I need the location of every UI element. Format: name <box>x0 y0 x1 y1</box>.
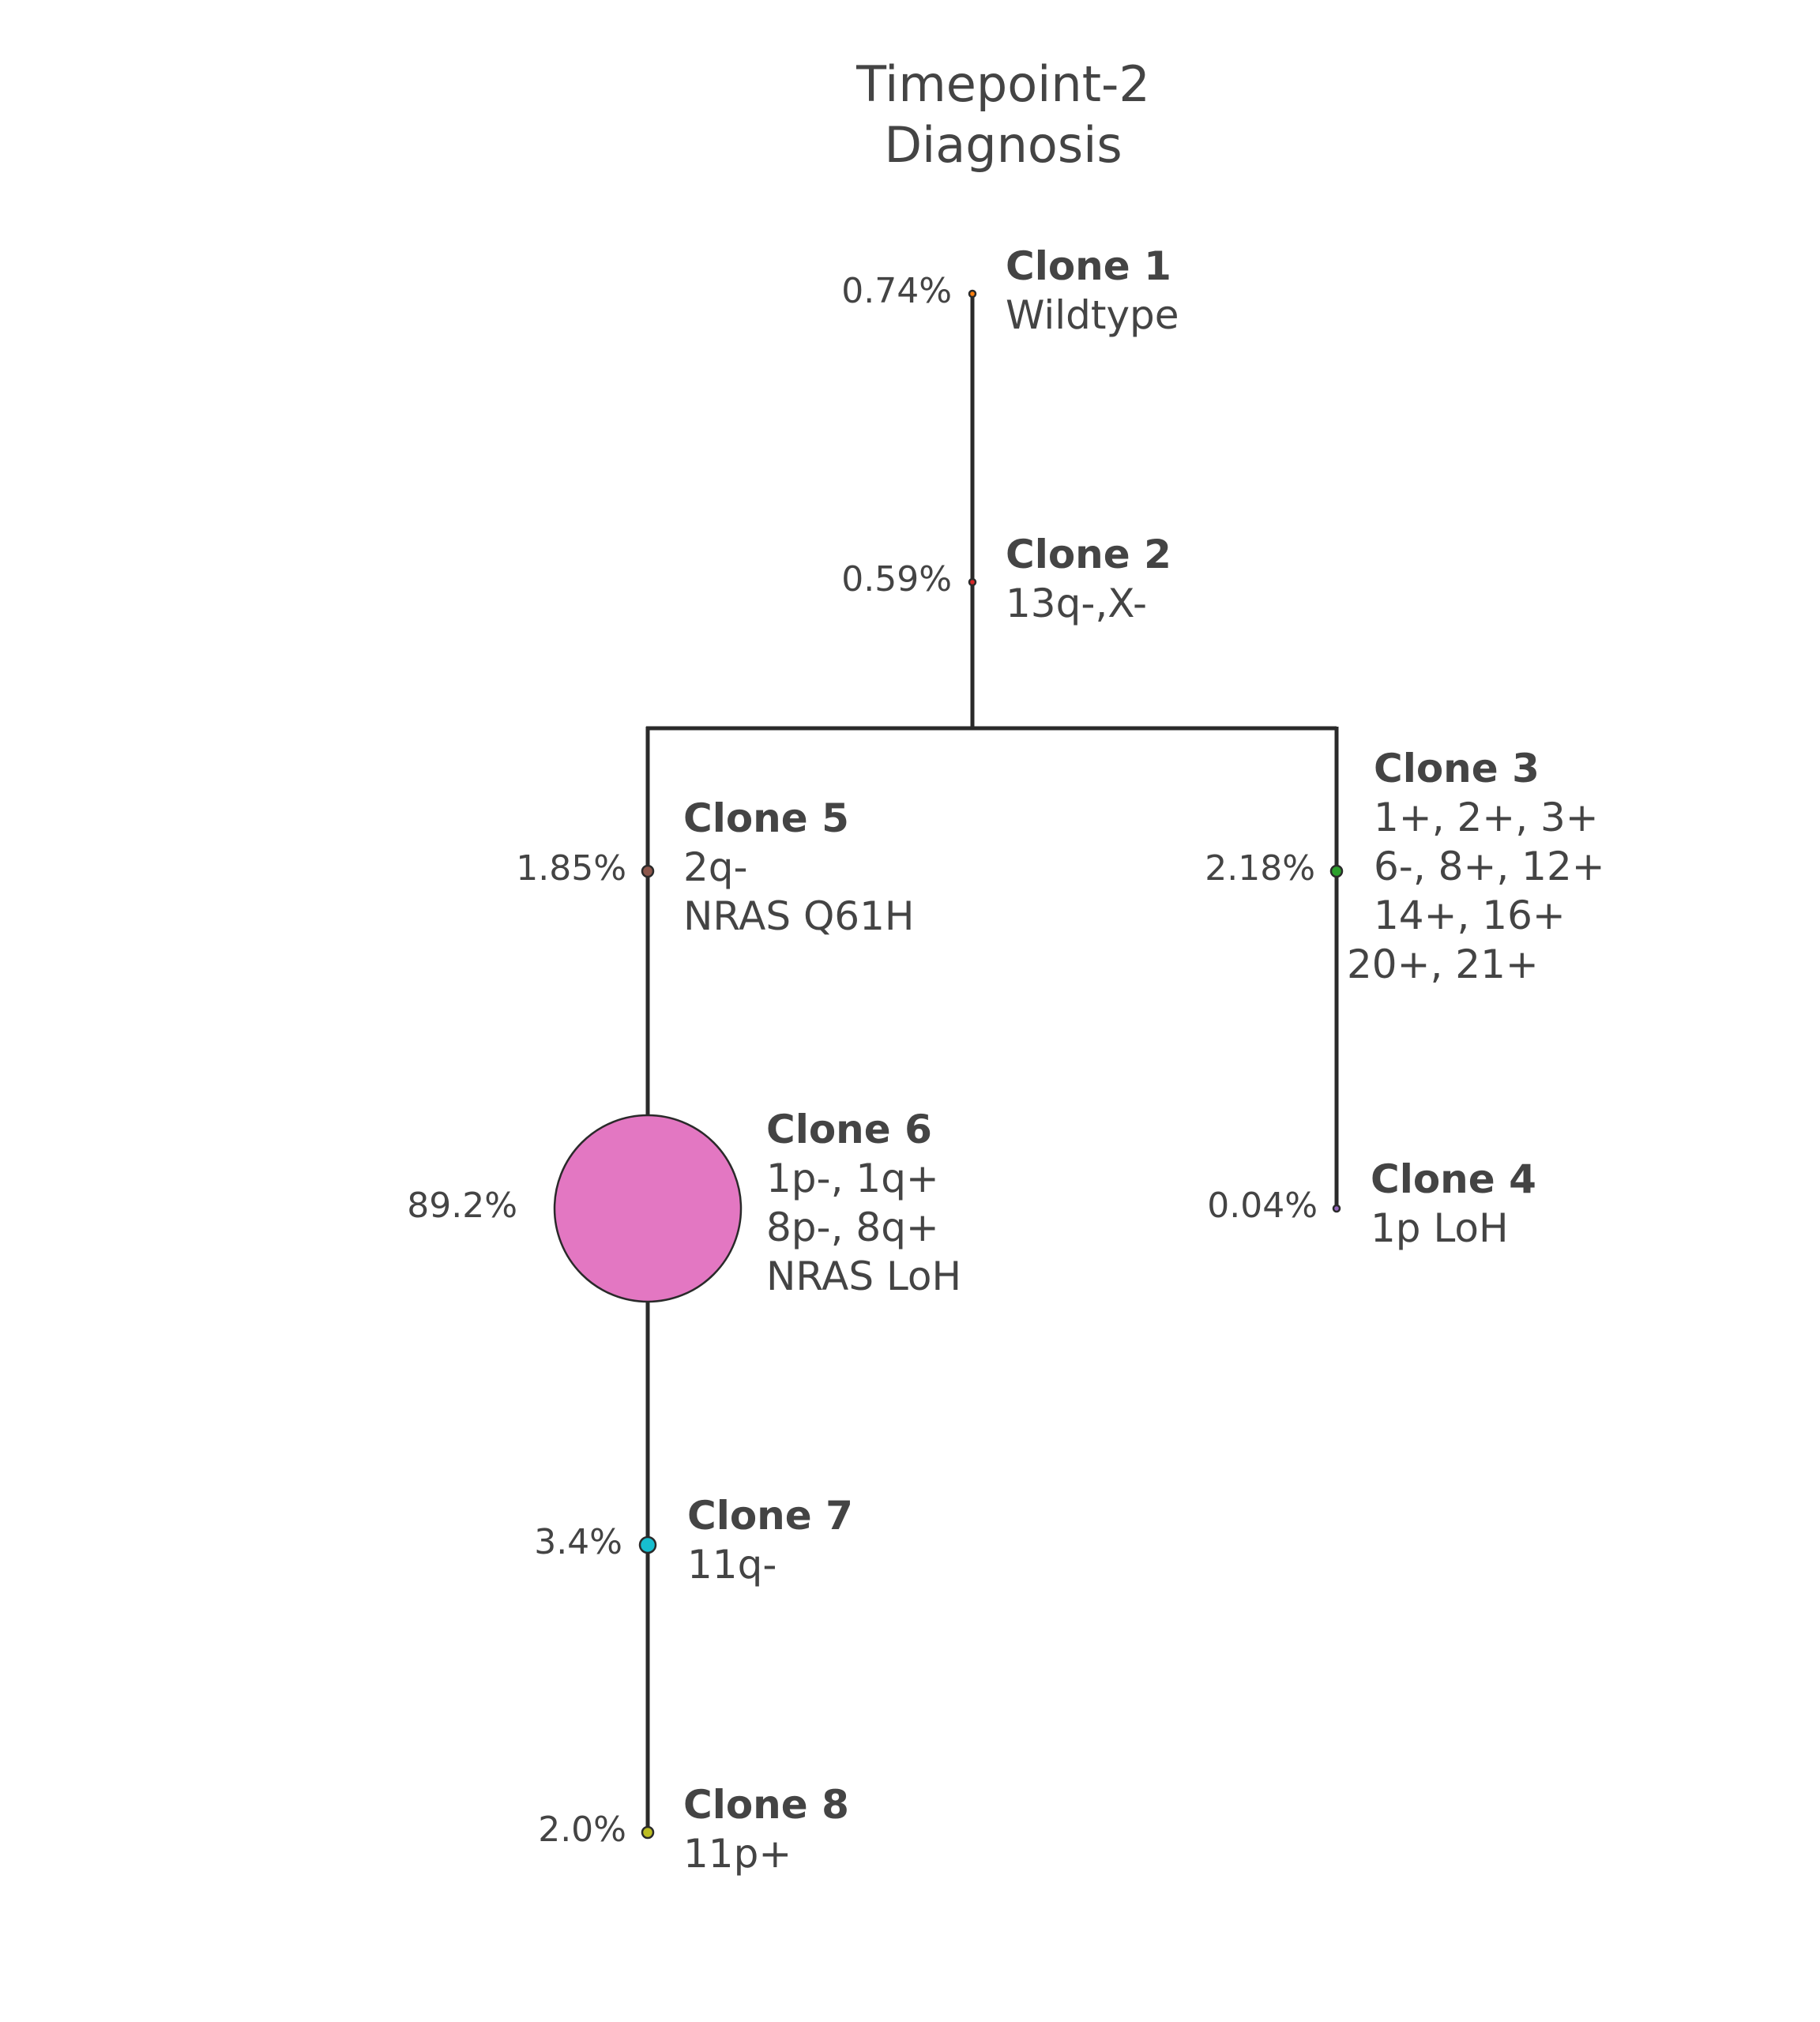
clone-5-percent: 1.85% <box>516 848 626 889</box>
clone-7-percent: 3.4% <box>534 1522 622 1562</box>
clone-5-name: Clone 5 <box>683 795 849 841</box>
clone-8-marker <box>641 1825 655 1840</box>
clone-4-percent: 0.04% <box>1207 1186 1318 1226</box>
clone-1-name: Clone 1 <box>1006 243 1171 289</box>
clone-5-alteration-2: NRAS Q61H <box>683 893 915 939</box>
clone-6-alteration-2: 8p-, 8q+ <box>766 1205 939 1250</box>
clone-3-alteration-1: 1+, 2+, 3+ <box>1374 795 1599 840</box>
clone-6-marker <box>553 1114 743 1303</box>
clone-2-alteration: 13q-,X- <box>1006 581 1147 626</box>
clone-6-name: Clone 6 <box>766 1107 932 1152</box>
clone-2-name: Clone 2 <box>1006 532 1171 577</box>
clone-node-7: 3.4% Clone 7 11q- <box>534 1493 853 1588</box>
clone-3-percent: 2.18% <box>1205 848 1315 889</box>
clone-node-4: 0.04% Clone 4 1p LoH <box>1207 1156 1536 1251</box>
clone-node-8: 2.0% Clone 8 11p+ <box>538 1782 849 1877</box>
title-line-1: Timepoint-2 <box>855 55 1150 113</box>
tree-edges <box>645 294 1339 1832</box>
clone-3-name: Clone 3 <box>1374 746 1540 791</box>
clone-node-5: 1.85% Clone 5 2q- NRAS Q61H <box>516 795 914 939</box>
clone-6-alteration-1: 1p-, 1q+ <box>766 1156 939 1201</box>
clone-5-marker <box>641 864 655 878</box>
clone-3-alteration-3: 14+, 16+ <box>1374 893 1566 938</box>
clone-7-name: Clone 7 <box>687 1493 853 1539</box>
clone-8-name: Clone 8 <box>683 1782 849 1828</box>
clone-3-alteration-2: 6-, 8+, 12+ <box>1374 844 1605 889</box>
clone-6-percent: 89.2% <box>407 1186 517 1226</box>
clone-7-alteration: 11q- <box>687 1542 777 1588</box>
clone-3-alteration-4: 20+, 21+ <box>1347 941 1539 987</box>
clone-7-marker <box>638 1535 657 1554</box>
clone-3-marker <box>1329 864 1344 878</box>
title-line-2: Diagnosis <box>884 116 1122 174</box>
clone-8-percent: 2.0% <box>538 1810 626 1850</box>
clone-2-percent: 0.59% <box>841 559 952 599</box>
clone-node-1: 0.74% Clone 1 Wildtype <box>841 243 1179 338</box>
clone-8-alteration: 11p+ <box>683 1831 792 1877</box>
clone-node-6: 89.2% Clone 6 1p-, 1q+ 8p-, 8q+ NRAS LoH <box>407 1107 961 1303</box>
clone-4-marker <box>1332 1204 1341 1213</box>
clone-5-alteration-1: 2q- <box>683 844 748 890</box>
clone-2-marker <box>968 577 977 587</box>
clone-6-alteration-3: NRAS LoH <box>766 1253 961 1299</box>
clone-1-alteration: Wildtype <box>1006 292 1179 338</box>
clone-1-percent: 0.74% <box>841 271 952 311</box>
clone-node-3: 2.18% Clone 3 1+, 2+, 3+ 6-, 8+, 12+ 14+… <box>1205 746 1604 987</box>
clone-node-2: 0.59% Clone 2 13q-,X- <box>841 532 1171 626</box>
clone-4-alteration: 1p LoH <box>1371 1205 1509 1251</box>
clone-4-name: Clone 4 <box>1371 1156 1536 1202</box>
clone-1-marker <box>968 289 977 299</box>
